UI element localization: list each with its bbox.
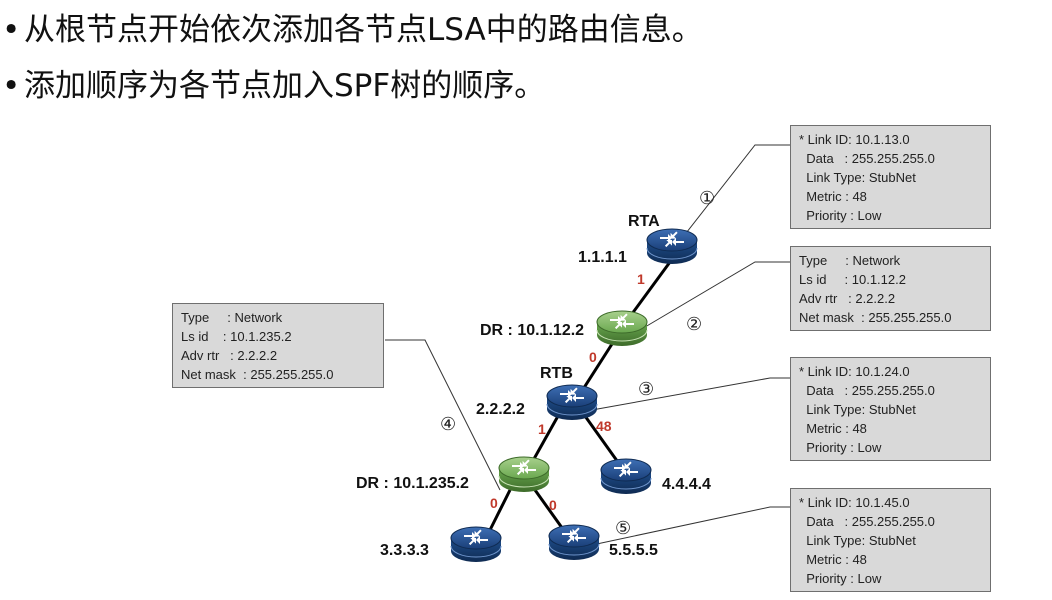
order-mark-3: ③	[638, 379, 654, 400]
lsa-box-4-row: Net mask : 255.255.255.0	[181, 367, 334, 382]
metric-rtb-dr2: 1	[538, 421, 546, 437]
router-icon-4	[601, 459, 651, 494]
dr-node-icon-1	[597, 311, 647, 346]
dr-node-icon-2	[499, 457, 549, 492]
label-dr2: DR : 10.1.235.2	[356, 475, 469, 492]
lsa-box-1-row: Priority : Low	[799, 208, 882, 223]
lsa-box-1: * Link ID: 10.1.13.0 Data : 255.255.255.…	[790, 125, 991, 229]
tree-links	[484, 261, 672, 539]
bullet-text-1: 从根节点开始依次添加各节点LSA中的路由信息。	[24, 12, 703, 48]
bullet-item-1: •从根节点开始依次添加各节点LSA中的路由信息。	[2, 4, 703, 49]
lsa-box-3-row: Priority : Low	[799, 440, 882, 455]
label-rtb-name: RTB	[540, 365, 573, 382]
router-icon-5	[549, 525, 599, 560]
link-dr2-r5	[533, 489, 567, 533]
lsa-box-4: Type : Network Ls id : 10.1.235.2 Adv rt…	[172, 303, 384, 388]
metric-rtb-r4: 48	[596, 418, 612, 434]
label-dr1: DR : 10.1.12.2	[480, 322, 584, 339]
order-mark-5: ⑤	[615, 518, 631, 539]
label-r5: 5.5.5.5	[609, 542, 658, 559]
order-mark-2: ②	[686, 314, 702, 335]
callout-line-4	[385, 339, 501, 491]
label-r3: 3.3.3.3	[380, 542, 429, 559]
lsa-box-1-row: Data : 255.255.255.0	[799, 151, 935, 166]
order-mark-4: ④	[440, 414, 456, 435]
router-icon-3	[451, 527, 501, 562]
callout-line-5	[591, 506, 790, 546]
lsa-box-4-row: Ls id : 10.1.235.2	[181, 329, 292, 344]
order-mark-1: ①	[699, 188, 715, 209]
link-dr1-rtb	[578, 343, 614, 395]
callout-line-2	[639, 261, 790, 331]
lsa-box-1-row: * Link ID: 10.1.13.0	[799, 132, 910, 147]
lsa-box-5-row: Priority : Low	[799, 571, 882, 586]
lsa-box-5-row: * Link ID: 10.1.45.0	[799, 495, 910, 510]
lsa-box-3-row: Data : 255.255.255.0	[799, 383, 935, 398]
metric-dr2-r3: 0	[490, 495, 498, 511]
callout-line-3	[591, 377, 790, 411]
lsa-box-4-row: Type : Network	[181, 310, 283, 325]
lsa-box-3-row: Metric : 48	[799, 421, 867, 436]
metric-dr2-r5: 0	[549, 497, 557, 513]
label-r4: 4.4.4.4	[662, 476, 711, 493]
metric-dr1-rtb: 0	[589, 349, 597, 365]
lsa-box-3: * Link ID: 10.1.24.0 Data : 255.255.255.…	[790, 357, 991, 461]
label-rta-id: 1.1.1.1	[578, 249, 627, 266]
callout-line-1	[664, 144, 790, 261]
lsa-box-5: * Link ID: 10.1.45.0 Data : 255.255.255.…	[790, 488, 991, 592]
label-rta-name: RTA	[628, 213, 660, 230]
link-rtb-r4	[583, 415, 622, 466]
lsa-box-2-row: Net mask : 255.255.255.0	[799, 310, 952, 325]
lsa-box-3-row: * Link ID: 10.1.24.0	[799, 364, 910, 379]
lsa-box-1-row: Metric : 48	[799, 189, 867, 204]
lsa-box-2-row: Ls id : 10.1.12.2	[799, 272, 906, 287]
metric-rta-dr1: 1	[637, 271, 645, 287]
lsa-box-4-row: Adv rtr : 2.2.2.2	[181, 348, 278, 363]
lsa-box-2: Type : Network Ls id : 10.1.12.2 Adv rtr…	[790, 246, 991, 331]
lsa-box-2-row: Type : Network	[799, 253, 901, 268]
bullet-item-2: •添加顺序为各节点加入SPF树的顺序。	[2, 60, 545, 105]
lsa-box-5-row: Link Type: StubNet	[799, 533, 916, 548]
lsa-box-2-row: Adv rtr : 2.2.2.2	[799, 291, 896, 306]
lsa-box-3-row: Link Type: StubNet	[799, 402, 916, 417]
callout-lines	[385, 144, 790, 546]
bullet-dot: •	[2, 12, 21, 48]
lsa-box-5-row: Metric : 48	[799, 552, 867, 567]
router-icon-rta	[647, 229, 697, 264]
label-rtb-id: 2.2.2.2	[476, 401, 525, 418]
lsa-box-1-row: Link Type: StubNet	[799, 170, 916, 185]
bullet-dot: •	[2, 68, 21, 104]
router-icon-rtb	[547, 385, 597, 420]
lsa-box-5-row: Data : 255.255.255.0	[799, 514, 935, 529]
bullet-text-2: 添加顺序为各节点加入SPF树的顺序。	[24, 68, 546, 104]
